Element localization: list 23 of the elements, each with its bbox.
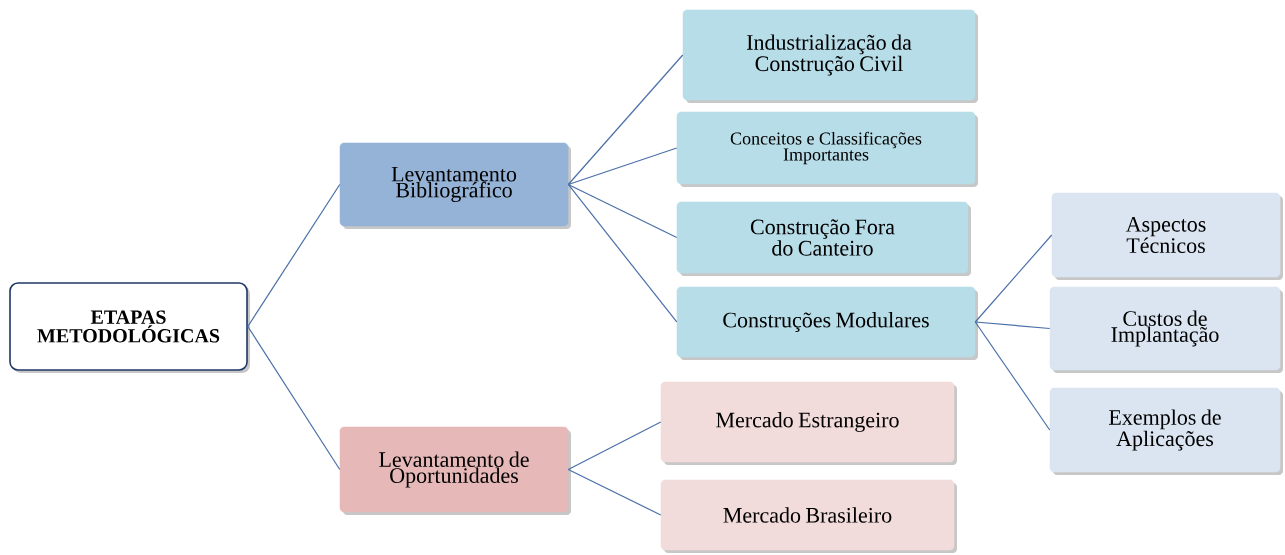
connector-line: [567, 183, 678, 239]
topic-box: Custos de Implantação: [1049, 286, 1283, 373]
connector-line: [567, 147, 678, 186]
topic-box: Construções Modulares: [676, 286, 978, 360]
connector-line: [974, 321, 1051, 431]
connector-line: [247, 183, 341, 328]
connector-line: [567, 468, 662, 516]
topic-box: Mercado Brasileiro: [660, 479, 957, 553]
topic-box: Levantamento Bibliográfico: [339, 142, 571, 229]
title-box: ETAPAS METODOLÓGICAS: [9, 282, 250, 373]
connector-line: [567, 421, 662, 471]
topic-box: Levantamento de Oportunidades: [339, 426, 571, 515]
topic-box: Construção Fora do Canteiro: [676, 201, 971, 276]
topic-box: Conceitos e Classificações Importantes: [676, 111, 978, 187]
topic-box: Industrialização da Construção Civil: [682, 9, 978, 103]
connector-line: [567, 183, 678, 323]
connector-line: [974, 234, 1053, 323]
topic-box: Mercado Estrangeiro: [660, 381, 957, 465]
topic-box: Exemplos de Aplicações: [1049, 387, 1283, 475]
connector-line: [974, 321, 1051, 330]
topic-box: Aspectos Técnicos: [1051, 192, 1283, 280]
connector-line: [247, 325, 341, 471]
connector-line: [567, 54, 684, 186]
